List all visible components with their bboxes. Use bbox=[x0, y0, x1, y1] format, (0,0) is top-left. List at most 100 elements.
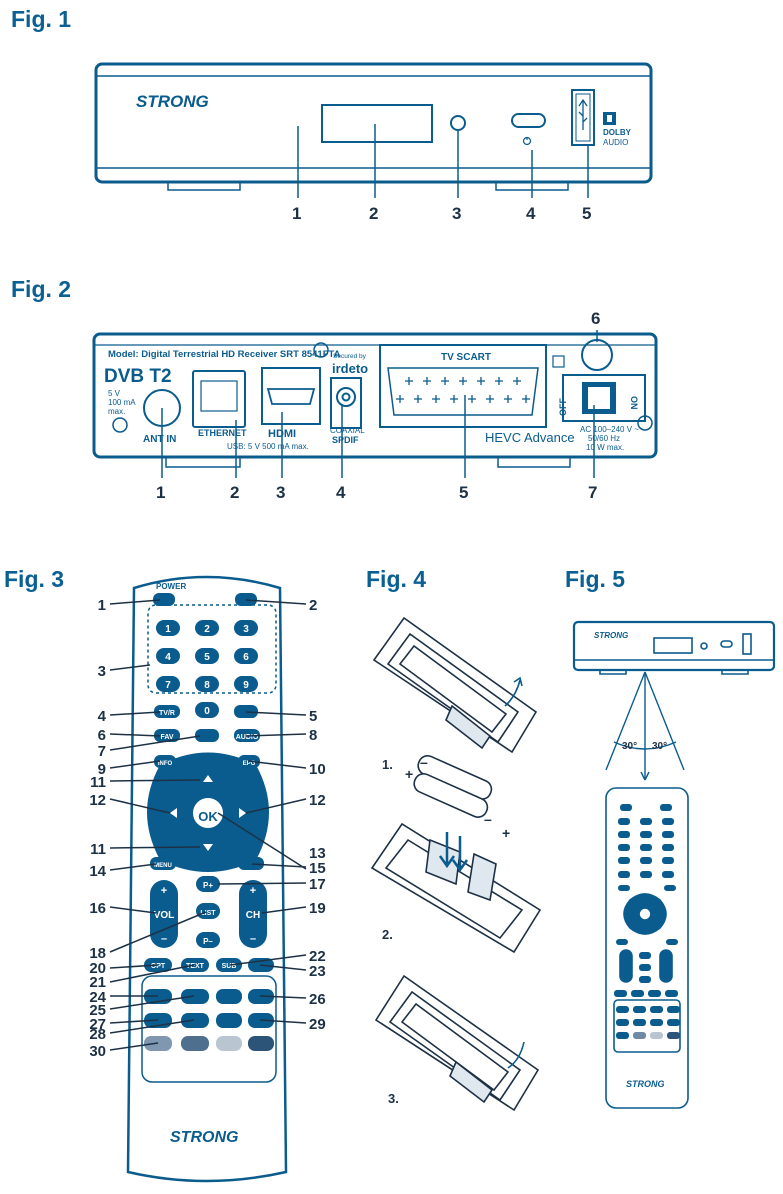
hdmi-port bbox=[261, 367, 321, 425]
remote-callout: 16 bbox=[89, 900, 106, 917]
fig2-callout: 6 bbox=[591, 309, 600, 328]
remote-brand-logo: STRONG bbox=[170, 1129, 238, 1146]
dolby-audio-label: AUDIO bbox=[603, 138, 628, 147]
fig3-callouts-right: 2 5 8 10 12 13 15 17 19 22 23 26 29 bbox=[309, 597, 326, 1033]
fig1-callout: 5 bbox=[582, 204, 591, 223]
fig2-rear-panel bbox=[92, 330, 658, 478]
remote-callout: 15 bbox=[309, 860, 326, 877]
remote-callout: 3 bbox=[98, 663, 106, 680]
key-digit: 7 bbox=[165, 680, 171, 691]
fig4-step2-remote bbox=[370, 754, 542, 954]
remote-callout: 8 bbox=[309, 727, 317, 744]
power-spec-line2: 100 mA bbox=[108, 398, 136, 407]
on-label: ON bbox=[629, 396, 639, 410]
irdeto-logo: irdeto bbox=[332, 361, 368, 376]
fig3-title: Fig. 3 bbox=[4, 566, 65, 592]
fig1-callout: 1 bbox=[292, 204, 301, 223]
spdif-label: SPDIF bbox=[332, 435, 359, 445]
remote-callout: 2 bbox=[309, 597, 317, 614]
ac-spec-line2: 50/60 Hz bbox=[588, 434, 620, 443]
fig5-receiver bbox=[572, 620, 776, 675]
polarity-mark: – bbox=[484, 811, 492, 827]
key-tvr: TV/R bbox=[159, 710, 175, 717]
scart-pins bbox=[396, 377, 530, 403]
antenna-label: ANT IN bbox=[143, 434, 176, 445]
scart-connector bbox=[379, 344, 547, 428]
remote-callout: 29 bbox=[309, 1016, 326, 1033]
key-digit: 2 bbox=[204, 624, 210, 635]
key-sub: SUB bbox=[222, 963, 237, 970]
remote-keys bbox=[144, 593, 274, 1051]
remote-callout: 9 bbox=[98, 761, 106, 778]
front-usb-port bbox=[571, 89, 595, 146]
fig4-step1-remote bbox=[372, 616, 538, 754]
fig5-remote-logo: STRONG bbox=[626, 1079, 665, 1089]
key-fav: FAV bbox=[160, 734, 173, 741]
fig5-title: Fig. 5 bbox=[565, 566, 626, 592]
remote-callout: 28 bbox=[89, 1026, 106, 1043]
dolby-label: DOLBY bbox=[603, 128, 632, 137]
fig1-callouts: 1 2 3 4 5 bbox=[292, 204, 591, 223]
power-switch bbox=[562, 374, 646, 422]
remote-callout: 21 bbox=[89, 974, 106, 991]
ir-sensor bbox=[450, 115, 466, 131]
key-digit: 9 bbox=[243, 680, 249, 691]
remote-callout: 13 bbox=[309, 845, 326, 862]
angle-label: 30° bbox=[622, 741, 637, 752]
hevc-logo: HEVC Advance bbox=[485, 430, 575, 445]
key-p-plus: P+ bbox=[203, 881, 213, 890]
front-power-button bbox=[511, 113, 546, 128]
model-label: Model: Digital Terrestrial HD Receiver S… bbox=[108, 349, 341, 360]
fig5-ir-cone bbox=[605, 671, 685, 781]
polarity-mark: + bbox=[405, 766, 413, 782]
scart-label: TV SCART bbox=[441, 352, 491, 363]
front-display bbox=[321, 104, 433, 143]
fig5-remote-keys bbox=[614, 804, 680, 1039]
fig1-callout: 3 bbox=[452, 204, 461, 223]
remote-power-label: POWER bbox=[156, 582, 186, 591]
fig2-callout: 4 bbox=[336, 483, 346, 502]
key-digit: 1 bbox=[165, 624, 171, 635]
key-list: LIST bbox=[200, 910, 216, 917]
fig2-callout: 5 bbox=[459, 483, 468, 502]
remote-callout: 23 bbox=[309, 963, 326, 980]
key-vol-minus: – bbox=[161, 933, 167, 945]
fig5-receiver-logo: STRONG bbox=[594, 631, 628, 640]
coaxial-label: COAXIAL bbox=[330, 426, 365, 435]
key-digit: 6 bbox=[243, 652, 249, 663]
key-menu: MENU bbox=[154, 863, 172, 869]
remote-callout: 22 bbox=[309, 948, 326, 965]
fig4-step-labels: 1. 2. 3. bbox=[382, 757, 399, 1106]
key-vol-plus: + bbox=[161, 885, 167, 897]
remote-callout: 1 bbox=[98, 597, 106, 614]
remote-callout: 19 bbox=[309, 900, 326, 917]
fig2-callout: 3 bbox=[276, 483, 285, 502]
secured-label: Secured by bbox=[333, 353, 367, 360]
key-ch: CH bbox=[246, 910, 260, 921]
step-label: 1. bbox=[382, 757, 393, 772]
fig3-callouts-left: 1 3 4 6 7 9 11 12 11 14 16 18 20 21 24 2… bbox=[89, 597, 106, 1060]
fig2-callout: 2 bbox=[230, 483, 239, 502]
remote-callout: 20 bbox=[89, 960, 106, 977]
key-ok: OK bbox=[198, 809, 218, 824]
remote-callout: 18 bbox=[89, 945, 106, 962]
polarity-mark: + bbox=[502, 825, 510, 841]
key-opt: OPT bbox=[151, 963, 166, 970]
ac-spec-line3: 10 W max. bbox=[586, 443, 624, 452]
remote-callout: 12 bbox=[89, 792, 106, 809]
remote-callout: 11 bbox=[90, 774, 106, 791]
fig2-callout: 7 bbox=[588, 483, 597, 502]
ch-rocker bbox=[239, 880, 267, 948]
vol-rocker bbox=[150, 880, 178, 948]
power-spec-line3: max. bbox=[108, 407, 125, 416]
fig5-remote bbox=[605, 787, 689, 1109]
remote-callout: 6 bbox=[98, 727, 106, 744]
key-digit: 4 bbox=[165, 652, 171, 663]
remote-key-labels: 1 2 3 4 5 6 7 8 9 0 TV/R FAV AUDIO INFO … bbox=[151, 624, 260, 970]
key-digit: 8 bbox=[204, 680, 210, 691]
off-label: OFF bbox=[558, 398, 568, 416]
coaxial-port bbox=[330, 377, 362, 429]
fig1-front-panel bbox=[94, 62, 653, 198]
fig1-callout: 2 bbox=[369, 204, 378, 223]
remote-callout: 30 bbox=[89, 1043, 106, 1060]
